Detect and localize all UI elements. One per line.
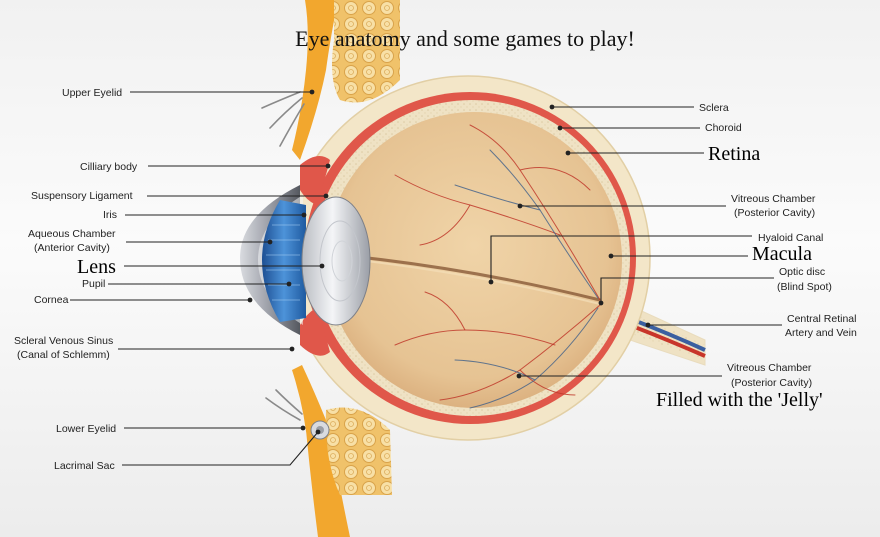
label-central-retinal: Central Retinal Artery and Vein [645, 313, 857, 339]
svg-text:Cilliary body: Cilliary body [80, 161, 138, 173]
label-ciliary-body: Cilliary body [80, 161, 331, 173]
annotation-macula: Macula [608, 243, 812, 265]
annotation-retina: Retina [565, 143, 760, 165]
svg-text:Pupil: Pupil [82, 278, 105, 290]
label-iris: Iris [103, 209, 307, 221]
ciliary-body [300, 156, 330, 356]
label-vitreous-bottom: Vitreous Chamber (Posterior Cavity) [516, 362, 812, 389]
svg-text:(Posterior Cavity): (Posterior Cavity) [734, 207, 815, 219]
svg-text:Scleral Venous Sinus: Scleral Venous Sinus [14, 335, 113, 347]
retinal-vessels [394, 124, 601, 409]
label-lacrimal-sac: Lacrimal Sac [54, 429, 321, 472]
svg-text:Aqueous Chamber: Aqueous Chamber [28, 228, 116, 240]
svg-text:Filled with the 'Jelly': Filled with the 'Jelly' [656, 389, 823, 411]
diagram-title: Eye anatomy and some games to play! [295, 26, 635, 51]
svg-text:Cornea: Cornea [34, 294, 69, 306]
lens [301, 196, 371, 326]
svg-text:Central Retinal: Central Retinal [787, 313, 856, 325]
annotation-lens: Lens [77, 256, 325, 278]
svg-text:Vitreous Chamber: Vitreous Chamber [731, 193, 816, 205]
label-aqueous-chamber: Aqueous Chamber (Anterior Cavity) [28, 228, 273, 254]
svg-text:Artery and Vein: Artery and Vein [785, 327, 857, 339]
svg-text:(Canal of Schlemm): (Canal of Schlemm) [17, 349, 110, 361]
svg-text:(Blind Spot): (Blind Spot) [777, 281, 832, 293]
lower-eyelashes [265, 389, 303, 421]
svg-text:Hyaloid Canal: Hyaloid Canal [758, 232, 823, 244]
label-lower-eyelid: Lower Eyelid [56, 423, 306, 435]
svg-text:Macula: Macula [752, 243, 812, 265]
label-choroid: Choroid [557, 122, 742, 134]
svg-text:Lower Eyelid: Lower Eyelid [56, 423, 116, 435]
upper-eyelashes [261, 91, 305, 147]
svg-text:(Posterior Cavity): (Posterior Cavity) [731, 377, 812, 389]
annotation-jelly: Filled with the 'Jelly' [656, 389, 823, 411]
label-suspensory-ligament: Suspensory Ligament [31, 190, 329, 202]
svg-text:Choroid: Choroid [705, 122, 742, 134]
svg-text:Upper Eyelid: Upper Eyelid [62, 87, 122, 99]
label-hyaloid-canal: Hyaloid Canal [488, 232, 823, 285]
lower-eyelid-tissue [292, 365, 392, 537]
label-pupil: Pupil [82, 278, 292, 290]
svg-text:Vitreous Chamber: Vitreous Chamber [727, 362, 812, 374]
label-upper-eyelid: Upper Eyelid [62, 87, 315, 99]
svg-text:Sclera: Sclera [699, 102, 729, 114]
label-optic-disc: Optic disc (Blind Spot) [598, 266, 832, 306]
svg-text:(Anterior Cavity): (Anterior Cavity) [34, 242, 110, 254]
svg-text:Lens: Lens [77, 256, 116, 278]
svg-text:Lacrimal Sac: Lacrimal Sac [54, 460, 115, 472]
svg-text:Retina: Retina [708, 143, 760, 165]
svg-text:Iris: Iris [103, 209, 117, 221]
svg-text:Suspensory Ligament: Suspensory Ligament [31, 190, 133, 202]
iris [262, 200, 306, 322]
label-sclera: Sclera [549, 102, 729, 114]
label-scleral-venous-sinus: Scleral Venous Sinus (Canal of Schlemm) [14, 335, 295, 361]
vitreous-chamber [326, 112, 622, 408]
label-vitreous-top: Vitreous Chamber (Posterior Cavity) [517, 193, 816, 219]
upper-eyelid-tissue [292, 0, 400, 160]
svg-text:Optic disc: Optic disc [779, 266, 825, 278]
label-cornea: Cornea [34, 294, 253, 306]
